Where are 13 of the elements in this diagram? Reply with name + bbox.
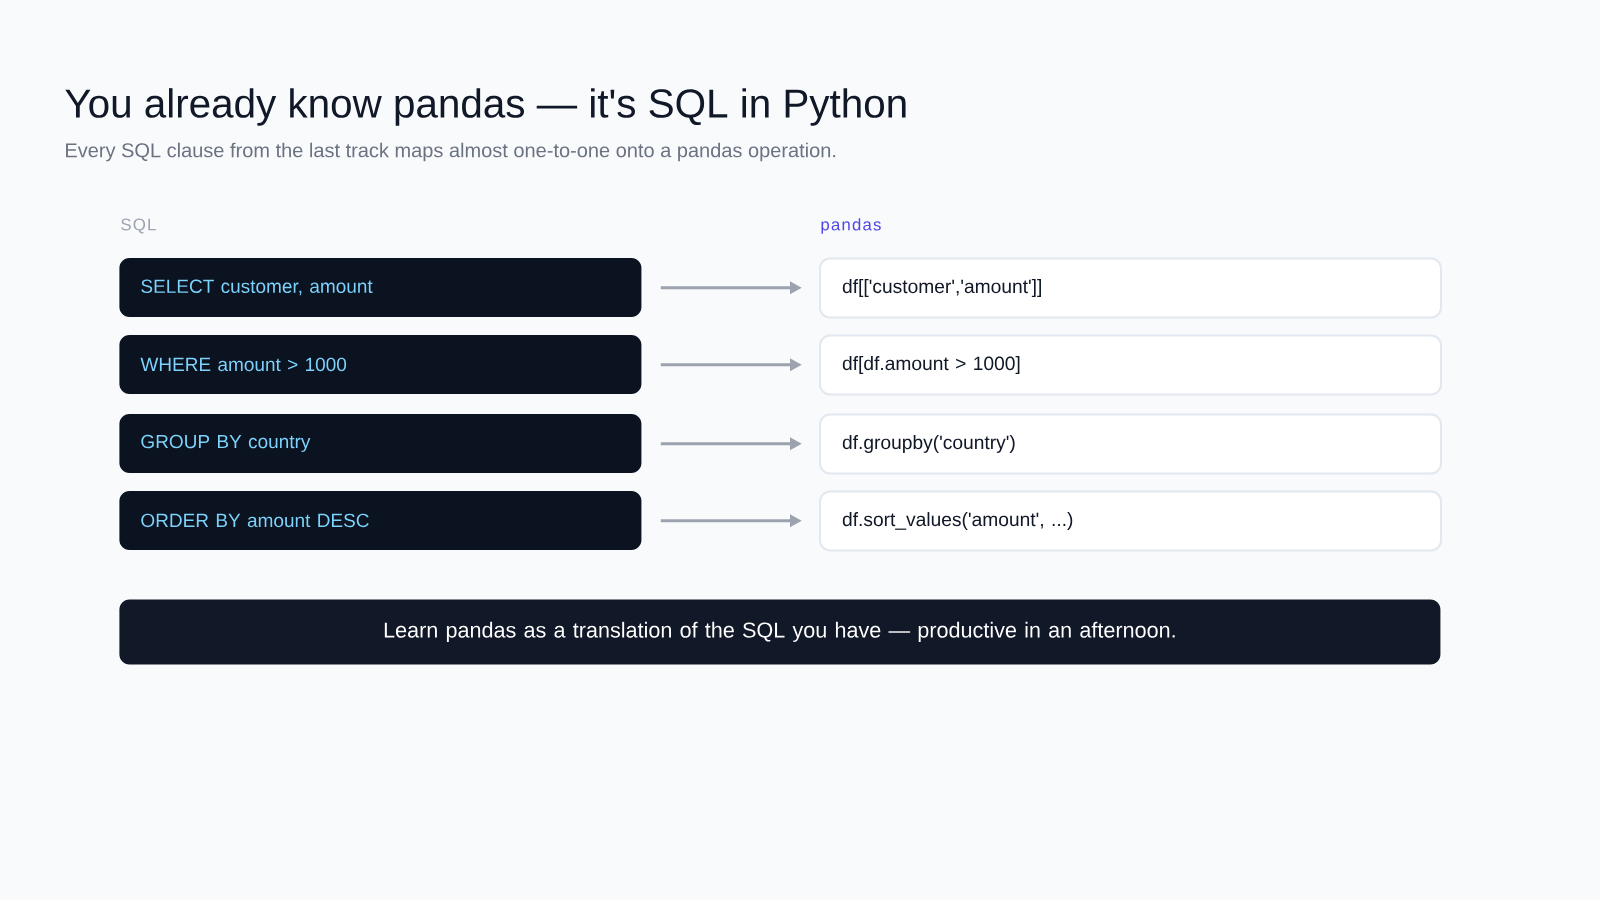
- column-header: SQL: [121, 218, 156, 234]
- code-box: df.groupby('country'): [819, 413, 1442, 475]
- summary-banner: Learn pandas as a translation of the SQL you have — productive in an afternoon.: [119, 599, 1441, 665]
- subtitle: Every SQL clause from the last track maps almost one-to-one onto a pandas operation.: [66, 142, 836, 162]
- sql-clause-box: GROUP BY country: [119, 413, 642, 473]
- column-header: pandas: [821, 218, 881, 234]
- sql-clause-box: ORDER BY amount DESC: [119, 490, 642, 550]
- sql-clause-box: WHERE amount > 1000: [119, 334, 642, 394]
- sql-clause-box: SELECT customer, amount: [119, 257, 642, 317]
- title: You already know pandas — it's SQL in Python: [65, 88, 906, 126]
- code-box: df[['customer','amount']]: [819, 257, 1442, 319]
- code-box: df.sort_values('amount', ...): [819, 490, 1442, 552]
- code-box: df[df.amount > 1000]: [819, 334, 1442, 396]
